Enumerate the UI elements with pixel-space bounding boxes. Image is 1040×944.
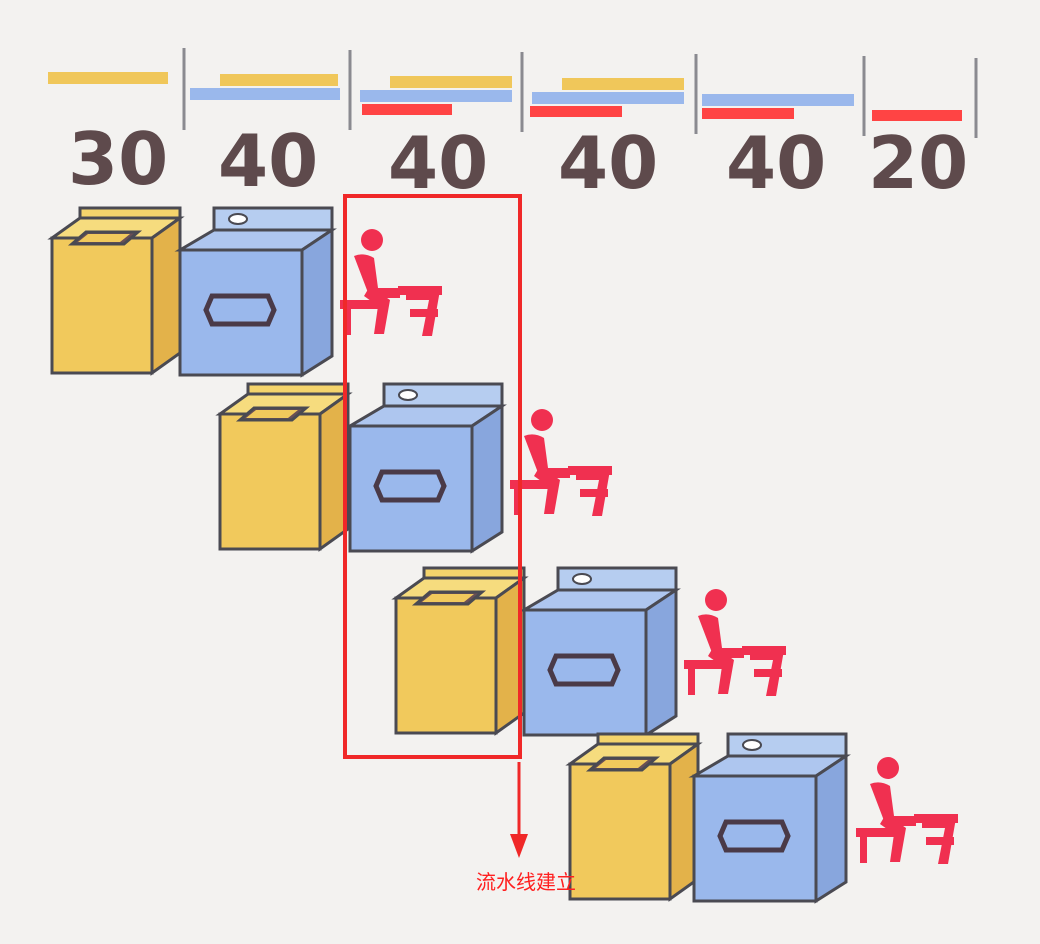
dryer-icon [180,208,332,375]
person-folding-icon [856,757,958,864]
stage-duration-3: 40 [388,121,488,205]
folder-bar [702,108,794,119]
person-folding-icon [510,409,612,516]
dryer-bar [190,88,340,100]
washer-icon [218,382,350,551]
stage-activity-bars [48,72,962,121]
washer-icon [394,566,526,735]
person-folding-icon [684,589,786,696]
washer-bar [48,72,168,84]
load-row-4 [568,732,958,901]
washer-bar [390,76,512,88]
stage-duration-1: 30 [68,117,168,201]
stage-separators [182,48,978,138]
folder-bar [530,106,622,117]
stage-duration-4: 40 [558,121,658,205]
dryer-bar [532,92,684,104]
down-arrow-icon [510,762,528,858]
folder-bar [362,104,452,115]
load-row-1 [50,206,442,375]
pipeline-annotation: 流水线建立 [476,870,576,894]
person-folding-icon [340,229,442,336]
washer-icon [568,732,700,901]
load-row-3 [394,566,786,735]
washer-bar [220,74,338,86]
dryer-bar [360,90,512,102]
washer-icon [50,206,182,375]
stage-duration-6: 20 [868,121,968,205]
dryer-icon [524,568,676,735]
stage-duration-5: 40 [726,121,826,205]
dryer-icon [694,734,846,901]
folder-bar [872,110,962,121]
stage-duration-2: 40 [218,119,318,203]
washer-bar [562,78,684,90]
pipeline-highlight-box [343,194,522,759]
load-row-2 [218,382,612,551]
dryer-icon [350,384,502,551]
dryer-bar [702,94,854,106]
